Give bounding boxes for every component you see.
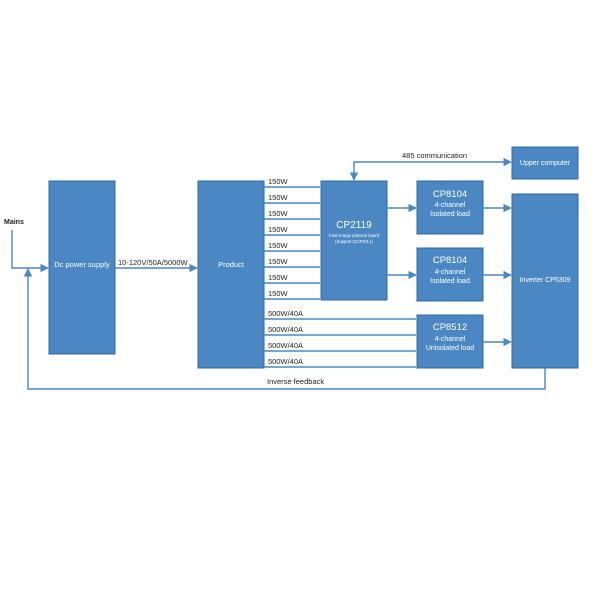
link-150w-label: 150W (268, 225, 289, 234)
mains-label: Mains (4, 219, 24, 226)
cp2119-box (320, 180, 388, 301)
communication-label: 485 communication (402, 151, 467, 160)
mains-to-supply-arrow (11, 230, 49, 273)
link-500w-label: 500W/40A (268, 341, 303, 350)
cp8104-b-title: CP8104 (433, 255, 467, 266)
link-150w-label: 150W (268, 273, 289, 282)
communication-link (349, 157, 512, 181)
link-150w-label: 150W (268, 289, 289, 298)
supply-rating-label: 10-120V/50A/5000W (118, 258, 189, 267)
product-to-cp8512-links: 500W/40A 500W/40A 500W/40A 500W/40A (264, 309, 416, 368)
product-to-cp2119-links: 150W 150W 150W 150W 150W 150W 150W 150W (264, 177, 320, 300)
upper-computer-box (511, 146, 579, 180)
cp8104-b-channels: 4-channel (435, 269, 466, 276)
cp8104-a-channels: 4-channel (435, 202, 466, 209)
link-150w-label: 150W (268, 241, 289, 250)
link-150w-label: 150W (268, 257, 289, 266)
product-label: Product (218, 260, 245, 269)
inverse-feedback-arrow (23, 268, 546, 390)
product-box (197, 180, 265, 369)
link-150w-label: 150W (268, 177, 289, 186)
dc-power-supply-box (48, 180, 116, 355)
cp8104-a-type: Isolated load (430, 211, 470, 218)
cp8512-channels: 4-channel (435, 336, 466, 343)
cp8512-type: Unisolated load (426, 345, 474, 352)
link-150w-label: 150W (268, 209, 289, 218)
inverse-feedback-label: Inverse feedback (267, 377, 324, 386)
upper-computer-label: Upper computer (520, 160, 571, 167)
inverter-label: Inverter CP5309 (520, 277, 571, 284)
cp2119-title: CP2119 (336, 220, 372, 231)
link-150w-label: 150W (268, 193, 289, 202)
cp8104-a-box (416, 180, 484, 235)
cp8104-b-type: Isolated load (430, 278, 470, 285)
cp8512-box (416, 314, 484, 369)
cp2119-subtitle: Fast charge protocol board (329, 233, 380, 238)
cp8512-title: CP8512 (433, 322, 467, 333)
link-500w-label: 500W/40A (268, 325, 303, 334)
cp2119-support: (Support QC/PD3.1) (335, 239, 373, 244)
cp8104-a-title: CP8104 (433, 189, 467, 200)
link-500w-label: 500W/40A (268, 309, 303, 318)
link-500w-label: 500W/40A (268, 357, 303, 366)
dc-power-supply-label: Dc power supply (54, 260, 110, 269)
